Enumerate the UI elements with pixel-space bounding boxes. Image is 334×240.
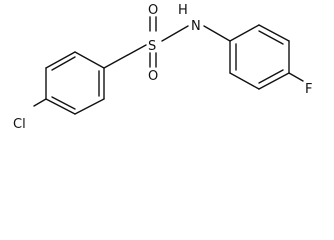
ring2-bond-d [258,72,290,90]
ring1-bond-f [45,98,76,115]
bond-ring-f [288,72,304,82]
ring2-bond-a [229,24,260,42]
bond-ring-s [103,44,147,69]
hydrogen-atom-label: H [178,3,188,18]
ring1-double-a [51,56,76,71]
ring1-double-c [51,96,76,110]
ring2-bond-e [229,72,260,90]
bond-n-ring [203,25,231,42]
fluorine-atom-label: F [305,82,312,97]
chlorophenyl-ring [45,51,105,115]
ring2-double-a [258,30,284,45]
bond-ring-cl [33,98,47,107]
oxygen-bottom-atom-label: O [148,69,158,84]
chlorine-atom-label: Cl [13,117,26,132]
bond-s-n [161,25,189,42]
ring1-bond-b [45,51,76,69]
oxygen-top-atom-label: O [148,3,158,18]
ring1-bond-c [74,51,105,69]
fluorophenyl-ring [229,24,290,90]
sulfur-atom-label: S [148,39,156,54]
ring1-bond-e [74,98,105,115]
nitrogen-atom-label: N [191,19,201,34]
ring2-bond-b [258,24,290,42]
molecule-structure: Cl S O O H N F [13,3,312,132]
ring2-double-b [258,69,284,84]
